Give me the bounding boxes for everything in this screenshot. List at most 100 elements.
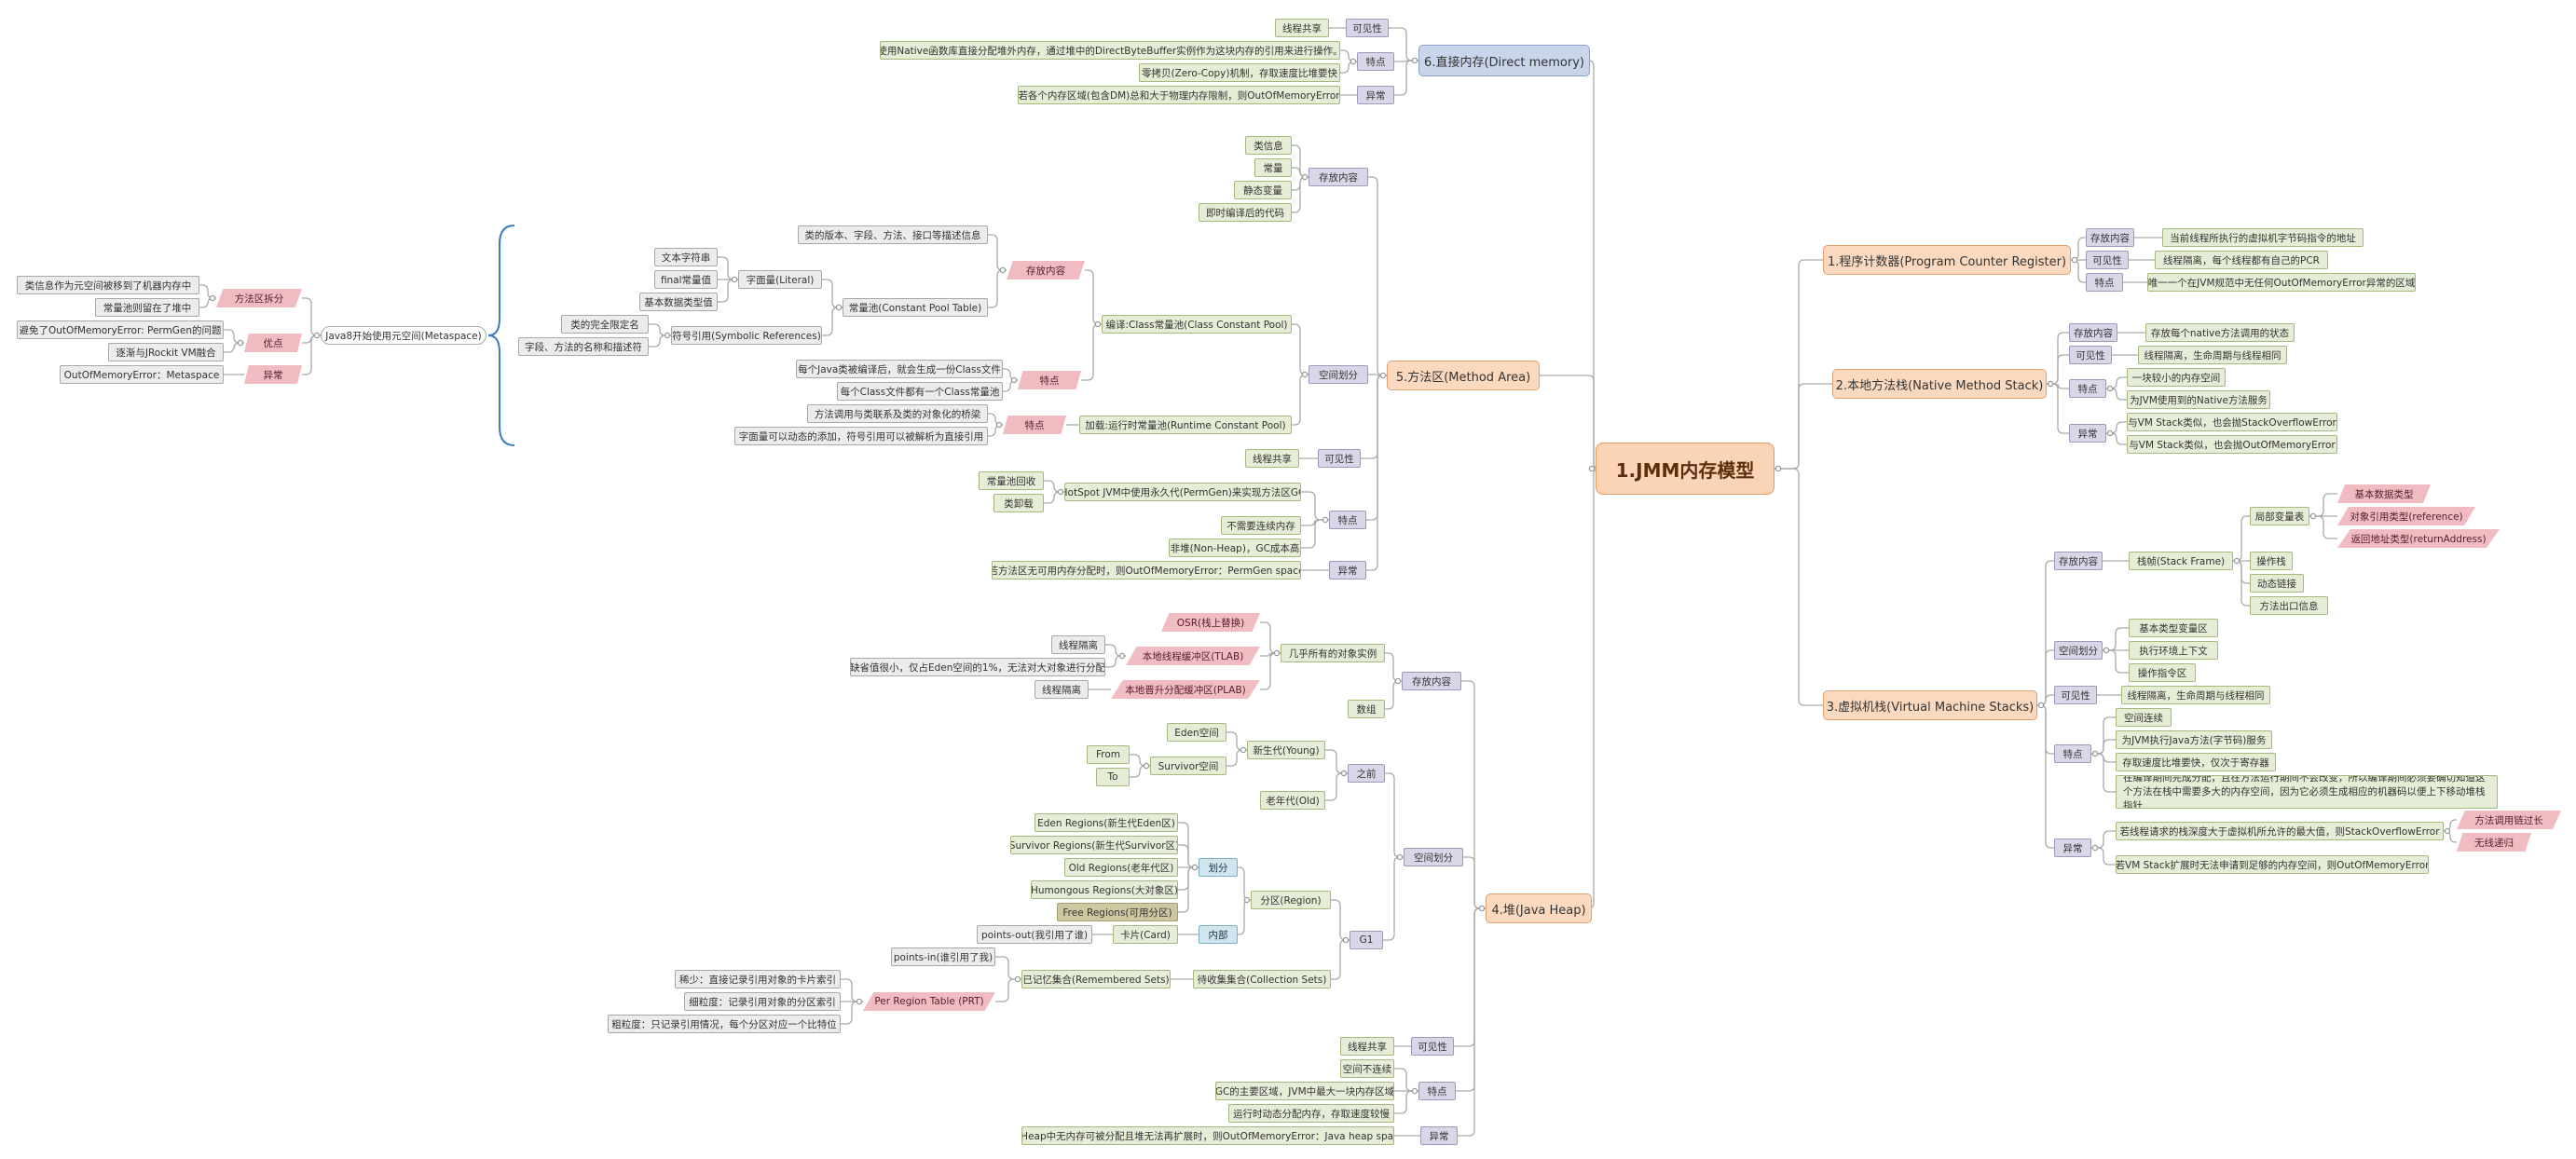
heap-error-leaf[interactable]: 若Heap中无内存可被分配且堆无法再扩展时，则OutOfMemoryError：… [1021,1126,1394,1145]
vms-visibility-tag[interactable]: 可见性 [2054,686,2097,704]
g1-region-humongous[interactable]: Humongous Regions(大对象区) [1031,880,1178,899]
native-error-leaf-2[interactable]: 与VM Stack类似，也会抛OutOfMemoryError [2127,435,2337,454]
method-space-tag[interactable]: 空间划分 [1309,365,1368,384]
symbolic-references[interactable]: 符号引用(Symbolic References) [671,326,822,345]
vms-error-cause-2[interactable]: 无线递归 [2457,833,2531,852]
metaspace-error-leaf[interactable]: OutOfMemoryError：Metaspace [60,365,224,384]
g1-region-survivor[interactable]: Survivor Regions(新生代Survivor区) [1010,836,1178,854]
metaspace-split-leaf-2[interactable]: 常量池则留在了堆中 [95,298,199,317]
direct-memory-node[interactable]: 6.直接内存(Direct memory) [1418,45,1590,76]
pc-feature-tag[interactable]: 特点 [2086,273,2123,292]
rp-feature-tag[interactable]: 特点 [1003,416,1066,434]
heap-arrays[interactable]: 数组 [1348,700,1385,718]
cp-feature-leaf-1[interactable]: 每个Java类被编译后，就会生成一份Class文件 [796,360,1003,378]
symref-item-2[interactable]: 字段、方法的名称和描述符 [518,337,649,356]
vms-error-cause-1[interactable]: 方法调用链过长 [2457,811,2561,829]
root-topic[interactable]: 1.JMM内存模型 [1596,443,1774,495]
heap-eden[interactable]: Eden空间 [1167,723,1226,742]
method-feature-leaf-1[interactable]: 不需要连续内存 [1221,516,1301,535]
vms-error-leaf-2[interactable]: 若VM Stack扩展时无法申请到足够的内存空间，则OutOfMemoryErr… [2116,855,2429,874]
method-feature-leaf-2[interactable]: 非堆(Non-Heap)，GC成本高 [1169,539,1301,557]
class-constant-pool[interactable]: 编译:Class常量池(Class Constant Pool) [1102,315,1292,334]
prt-coarse[interactable]: 粗粒度：只记录引用情况，每个分区对应一个比特位 [608,1015,841,1033]
vms-space-item-1[interactable]: 基本类型变量区 [2129,619,2218,637]
native-store-leaf[interactable]: 存放每个native方法调用的状态 [2145,323,2295,342]
pc-store-leaf[interactable]: 当前线程所执行的虚拟机字节码指令的地址 [2162,228,2364,247]
heap-from[interactable]: From [1087,745,1130,764]
direct-feature-tag[interactable]: 特点 [1357,52,1394,71]
heap-error-tag[interactable]: 异常 [1420,1126,1458,1145]
heap-feature-tag[interactable]: 特点 [1418,1082,1456,1100]
heap-store-tag[interactable]: 存放内容 [1402,672,1461,690]
cp-feature-tag[interactable]: 特点 [1018,371,1081,389]
vms-stack-frame[interactable]: 栈帧(Stack Frame) [2129,552,2233,570]
direct-feature-leaf-2[interactable]: 零拷贝(Zero-Copy)机制，存取速度比堆要快 [1139,63,1340,82]
pc-store-tag[interactable]: 存放内容 [2086,228,2134,247]
heap-tlab[interactable]: 本地线程缓冲区(TLAB) [1126,647,1260,665]
literal-item-3[interactable]: 基本数据类型值 [639,293,718,311]
heap-tlab-note[interactable]: 缺省值很小，仅占Eden空间的1%，无法对大对象进行分配 [850,658,1105,676]
heap-plab-isolation[interactable]: 线程隔离 [1035,680,1089,699]
native-visibility-leaf[interactable]: 线程隔离，生命周期与线程相同 [2138,346,2287,364]
g1-points-in[interactable]: points-in(谁引用了我) [891,948,995,966]
method-feature-tag[interactable]: 特点 [1329,511,1366,529]
rp-feature-leaf-1[interactable]: 方法调用与类联系及类的对象化的桥梁 [807,404,988,423]
g1-region-free[interactable]: Free Regions(可用分区) [1057,903,1178,921]
g1-region-eden[interactable]: Eden Regions(新生代Eden区) [1035,813,1178,832]
prt-sparse[interactable]: 稀少：直接记录引用对象的卡片索引 [675,970,841,989]
metaspace-error-tag[interactable]: 异常 [244,365,302,384]
metaspace-advantage-leaf-1[interactable]: 避免了OutOfMemoryError: PermGen的问题 [17,320,224,339]
metaspace-advantage-tag[interactable]: 优点 [244,334,302,352]
java-heap-node[interactable]: 4.堆(Java Heap) [1486,893,1592,923]
method-store-item-2[interactable]: 常量 [1254,158,1292,177]
heap-space-tag[interactable]: 空间划分 [1404,848,1463,866]
heap-osr[interactable]: OSR(栈上替换) [1161,613,1260,632]
g1-points-out[interactable]: points-out(我引用了谁) [977,925,1092,944]
g1-collection-sets[interactable]: 待收集集合(Collection Sets) [1193,970,1331,989]
vms-space-item-2[interactable]: 执行环境上下文 [2129,641,2218,660]
native-error-leaf-1[interactable]: 与VM Stack类似，也会抛StackOverflowError [2127,413,2337,431]
prt-fine[interactable]: 细粒度：记录引用对象的分区索引 [684,992,841,1011]
native-error-tag[interactable]: 异常 [2069,424,2106,443]
method-gc-item-2[interactable]: 类卸载 [993,494,1044,512]
native-visibility-tag[interactable]: 可见性 [2069,346,2112,364]
pc-visibility-tag[interactable]: 可见性 [2086,251,2129,269]
heap-old-gen[interactable]: 老年代(Old) [1260,791,1325,810]
vms-frame-item-1[interactable]: 操作栈 [2250,552,2293,570]
heap-visibility-leaf[interactable]: 线程共享 [1340,1037,1394,1056]
method-visibility-tag[interactable]: 可见性 [1318,449,1361,468]
vms-frame-item-3[interactable]: 方法出口信息 [2250,596,2328,615]
runtime-constant-pool[interactable]: 加载:运行时常量池(Runtime Constant Pool) [1079,416,1292,434]
method-store-item-4[interactable]: 即时编译后的代码 [1199,203,1292,222]
metaspace-split-leaf-1[interactable]: 类信息作为元空间被移到了机器内存中 [17,276,199,294]
method-store-item-1[interactable]: 类信息 [1245,136,1292,155]
vms-space-item-3[interactable]: 操作指令区 [2129,663,2196,682]
heap-feature-leaf-1[interactable]: 空间不连续 [1340,1059,1394,1078]
vm-stacks-node[interactable]: 3.虚拟机栈(Virtual Machine Stacks) [1823,690,2037,720]
cp-store-tag[interactable]: 存放内容 [1007,261,1085,280]
heap-objects[interactable]: 几乎所有的对象实例 [1281,644,1385,662]
vms-feature-leaf-1[interactable]: 空间连续 [2116,708,2172,727]
vms-local-vars[interactable]: 局部变量表 [2250,507,2309,525]
pc-visibility-leaf[interactable]: 线程隔离，每个线程都有自己的PCR [2155,251,2328,269]
heap-survivor[interactable]: Survivor空间 [1150,757,1226,775]
method-store-tag[interactable]: 存放内容 [1309,168,1368,186]
g1-remembered-sets[interactable]: 已记忆集合(Remembered Sets) [1021,970,1171,989]
heap-visibility-tag[interactable]: 可见性 [1411,1037,1454,1056]
literal-item-1[interactable]: 文本字符串 [654,248,718,266]
vms-feature-leaf-4[interactable]: 在编译期间完成分配，且在方法运行期间不会改变，所以编译期间必须要确切知道这个方法… [2116,775,2498,809]
heap-g1-tag[interactable]: G1 [1350,931,1383,949]
vms-error-tag[interactable]: 异常 [2054,839,2091,857]
g1-prt[interactable]: Per Region Table (PRT) [863,992,995,1011]
g1-card[interactable]: 卡片(Card) [1113,925,1178,944]
method-gc-item-1[interactable]: 常量池回收 [979,471,1044,490]
heap-young-gen[interactable]: 新生代(Young) [1247,741,1325,759]
direct-error-tag[interactable]: 异常 [1357,86,1394,104]
rp-feature-leaf-2[interactable]: 字面量可以动态的添加，符号引用可以被解析为直接引用 [734,427,988,445]
direct-visibility-leaf[interactable]: 线程共享 [1275,19,1329,37]
pc-register-node[interactable]: 1.程序计数器(Program Counter Register) [1823,245,2071,275]
direct-visibility-tag[interactable]: 可见性 [1346,19,1389,37]
method-area-node[interactable]: 5.方法区(Method Area) [1387,361,1540,390]
vms-space-tag[interactable]: 空间划分 [2054,641,2103,660]
direct-feature-leaf-1[interactable]: 使用Native函数库直接分配堆外内存，通过堆中的DirectByteBuffe… [880,41,1340,60]
